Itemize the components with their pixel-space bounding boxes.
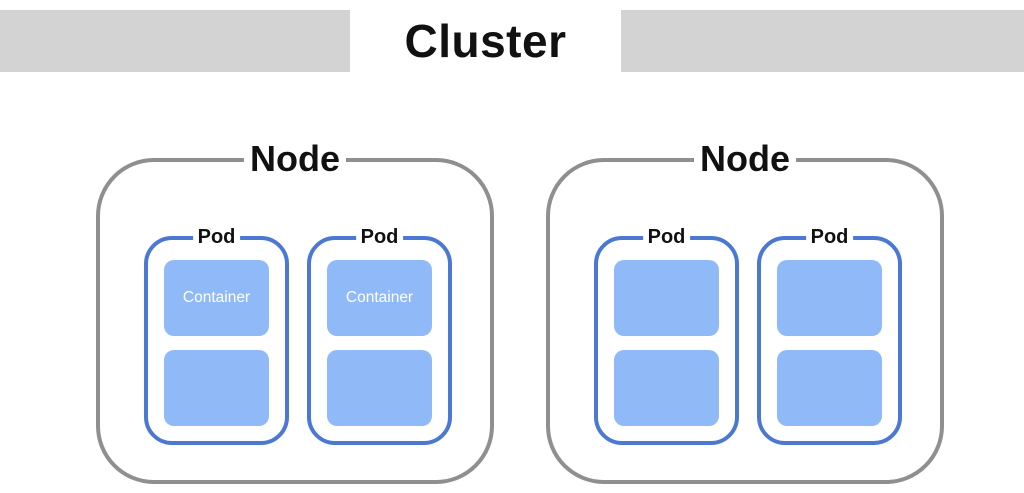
node-label: Node xyxy=(694,134,796,184)
container: Container xyxy=(327,260,432,336)
pod-label: Pod xyxy=(355,224,404,250)
node-2: Node Pod Pod xyxy=(546,134,944,484)
container xyxy=(164,350,269,426)
cluster-bar-left xyxy=(0,10,350,72)
cluster-bar-right xyxy=(621,10,1024,72)
pod-1-2: Pod Container xyxy=(307,224,452,445)
container xyxy=(614,350,719,426)
container xyxy=(327,350,432,426)
container: Container xyxy=(164,260,269,336)
pod-2-2: Pod xyxy=(757,224,902,445)
pod-1-1: Pod Container xyxy=(144,224,289,445)
pod-2-1: Pod xyxy=(594,224,739,445)
node-label: Node xyxy=(244,134,346,184)
container xyxy=(614,260,719,336)
node-1: Node Pod Container Pod Container xyxy=(96,134,494,484)
pod-label: Pod xyxy=(805,224,854,250)
pod-label: Pod xyxy=(192,224,241,250)
container xyxy=(777,260,882,336)
cluster-title: Cluster xyxy=(404,15,567,67)
pod-label: Pod xyxy=(642,224,691,250)
container xyxy=(777,350,882,426)
